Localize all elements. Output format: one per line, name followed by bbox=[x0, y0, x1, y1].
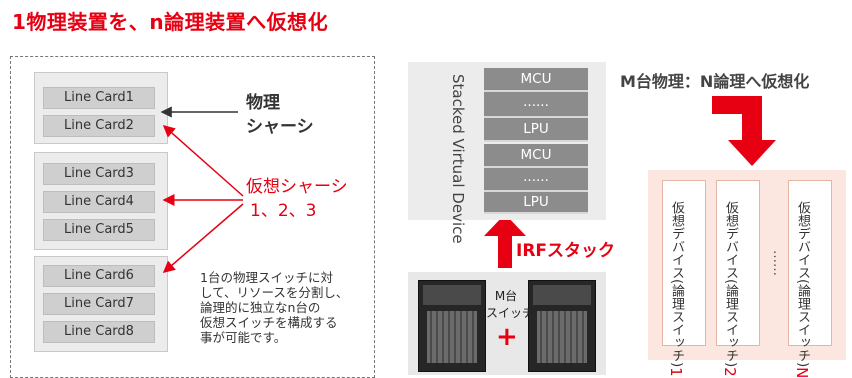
switch-count-label: M台 スイッチ bbox=[486, 289, 535, 320]
virtual-arrow-3 bbox=[162, 203, 244, 273]
virtualize-arrow bbox=[712, 96, 776, 166]
virtual-arrow-1 bbox=[162, 125, 244, 197]
line-card: Line Card4 bbox=[43, 191, 155, 213]
switch-image-2 bbox=[528, 280, 596, 372]
virtual-label-2: 1、2、3 bbox=[250, 201, 317, 221]
virtual-devices-panel: 仮想デバイス(論理スイッチ)1 仮想デバイス(論理スイッチ)2 仮想デバイス(論… bbox=[648, 170, 846, 378]
lpu-cell: LPU bbox=[484, 118, 588, 142]
switch-image-art bbox=[423, 285, 481, 363]
virtual-label-1: 仮想シャーシ bbox=[246, 177, 348, 197]
mcu-cell: MCU bbox=[484, 144, 588, 168]
line-card: Line Card6 bbox=[43, 265, 155, 287]
virtual-device-number: 1 bbox=[667, 367, 685, 377]
line-card: Line Card8 bbox=[43, 321, 155, 343]
chassis-group-1: Line Card1 Line Card2 bbox=[34, 72, 168, 144]
virtual-device-1: 仮想デバイス(論理スイッチ)1 bbox=[662, 180, 706, 377]
line-card: Line Card3 bbox=[43, 163, 155, 185]
virtual-device-label: 仮想デバイス(論理スイッチ) bbox=[723, 201, 738, 368]
virtualization-title: M台物理：N論理へ仮想化 bbox=[620, 72, 810, 91]
stacked-device-label: Stacked Virtual Device bbox=[449, 74, 467, 244]
physical-label-1: 物理 bbox=[246, 93, 280, 113]
irf-up-arrow bbox=[484, 214, 526, 268]
virtual-device-number: N bbox=[793, 367, 811, 378]
line-card: Line Card2 bbox=[43, 115, 155, 137]
virtual-device-label: 仮想デバイス(論理スイッチ) bbox=[795, 201, 810, 368]
page-title: 1物理装置を、n論理装置へ仮想化 bbox=[12, 10, 329, 34]
switch-image-art bbox=[533, 285, 591, 363]
virtual-device-n: 仮想デバイス(論理スイッチ)N bbox=[788, 180, 832, 378]
mcu-cell: MCU bbox=[484, 68, 588, 92]
physical-switches-panel bbox=[408, 272, 606, 375]
dots-cell: ...... bbox=[484, 92, 588, 118]
lpu-cell: LPU bbox=[484, 192, 588, 214]
virtual-device-number: 2 bbox=[721, 367, 739, 377]
irf-stack-label: IRFスタック bbox=[516, 241, 616, 261]
line-card: Line Card1 bbox=[43, 87, 155, 109]
plus-sign: + bbox=[496, 322, 518, 352]
line-card: Line Card5 bbox=[43, 219, 155, 241]
chassis-group-2: Line Card3 Line Card4 Line Card5 bbox=[34, 152, 168, 250]
virtual-device-label: 仮想デバイス(論理スイッチ) bbox=[669, 201, 684, 368]
line-card: Line Card7 bbox=[43, 293, 155, 315]
chassis-group-3: Line Card6 Line Card7 Line Card8 bbox=[34, 256, 168, 352]
switch-image-1 bbox=[418, 280, 486, 372]
virtual-device-2: 仮想デバイス(論理スイッチ)2 bbox=[716, 180, 760, 377]
virtual-devices-ellipsis: …… bbox=[770, 250, 785, 276]
description: 1台の物理スイッチに対 して、リソースを分割し、 論理的に独立なn台の 仮想スイ… bbox=[200, 270, 349, 345]
physical-label-2: シャーシ bbox=[246, 117, 314, 137]
dots-cell: ...... bbox=[484, 168, 588, 192]
stack-column: MCU ...... LPU MCU ...... LPU bbox=[484, 68, 588, 214]
